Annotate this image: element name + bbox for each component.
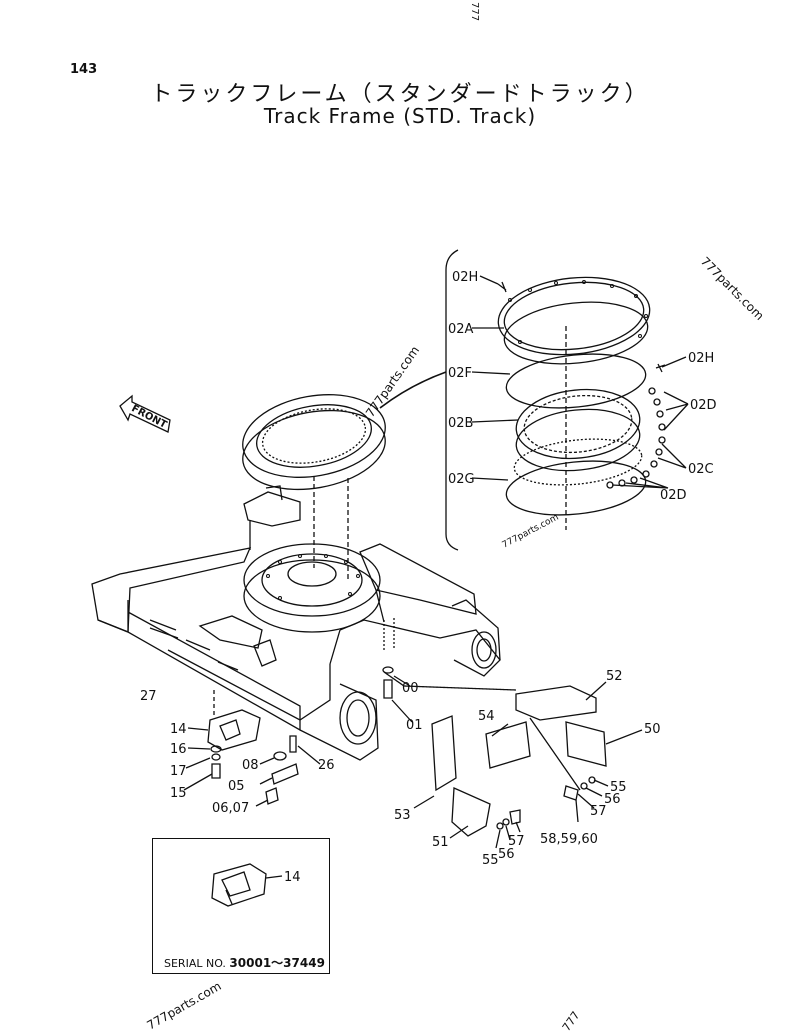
callout-56-b: 56 [498, 847, 515, 862]
callout-56-a: 56 [604, 792, 621, 807]
callout-54: 54 [478, 709, 495, 724]
bolt-02H-b [655, 363, 666, 373]
bolt-57-b [509, 809, 521, 825]
callout-02H-a: 02H [452, 270, 478, 285]
bolt-15 [211, 763, 221, 779]
callout-02D-b: 02D [660, 488, 687, 503]
bracket-51 [451, 787, 491, 837]
bolt-01 [383, 679, 393, 699]
callout-14: 14 [170, 722, 187, 737]
callout-50: 50 [644, 722, 661, 737]
watermark: 777parts.com [363, 344, 422, 420]
callout-27: 27 [140, 689, 157, 704]
bracket-50 [565, 721, 607, 767]
callout-55-a: 55 [610, 780, 627, 795]
bracket-52 [515, 685, 597, 721]
seal-ring-02G [505, 460, 647, 516]
plate-53 [431, 715, 457, 792]
washer-55-b [496, 822, 504, 830]
callout-57-a: 57 [590, 804, 607, 819]
callout-58-59-60: 58,59,60 [540, 832, 598, 847]
washer-56-a [580, 782, 588, 790]
washer-08 [273, 751, 287, 761]
washer-00 [382, 666, 394, 674]
callout-53: 53 [394, 808, 411, 823]
serial-inset-box [152, 838, 330, 974]
washer-16 [210, 745, 222, 753]
outer-race-ring-02A [497, 276, 651, 365]
serial-range: 30001～37449 [229, 956, 325, 970]
callout-14-inset: 14 [284, 870, 301, 885]
callout-02C: 02C [688, 462, 714, 477]
inset-guard-block-14 [211, 863, 283, 907]
slewing-bearing [242, 394, 386, 491]
group-bracket [445, 249, 459, 551]
watermark: 777parts.com [501, 513, 561, 551]
callout-02B: 02B [448, 416, 473, 431]
washer-17 [211, 753, 221, 761]
callout-57-b: 57 [508, 834, 525, 849]
title-japanese: トラックフレーム（スタンダードトラック） [150, 82, 650, 107]
washer-56-b [502, 818, 510, 826]
callout-02F: 02F [448, 366, 472, 381]
serial-number: SERIAL NO. 30001～37449 [164, 954, 325, 971]
callout-06-07: 06,07 [212, 801, 249, 816]
front-arrow [119, 394, 171, 433]
callout-02G: 02G [448, 472, 475, 487]
gear-ring-02B [515, 388, 641, 472]
watermark: 777 [469, 2, 480, 21]
page-number: 143 [70, 62, 98, 77]
callout-26: 26 [318, 758, 335, 773]
track-frame-27 [91, 485, 501, 761]
callout-02H-b: 02H [688, 351, 714, 366]
callout-08: 08 [242, 758, 259, 773]
watermark: 777parts.com [698, 254, 767, 323]
callout-51: 51 [432, 835, 449, 850]
callout-17: 17 [170, 764, 187, 779]
bearing-balls-02C [606, 387, 666, 489]
callout-01: 01 [406, 718, 423, 733]
callout-00: 00 [402, 681, 419, 696]
plate-54 [485, 721, 531, 769]
watermark: 777 [560, 1009, 583, 1034]
assembly-arrow [379, 371, 447, 409]
bolt-57-a [563, 785, 579, 801]
callout-02D-a: 02D [690, 398, 717, 413]
serial-prefix: SERIAL NO. [164, 957, 226, 970]
watermark: 777parts.com [145, 979, 224, 1033]
callout-55-b: 55 [482, 853, 499, 868]
callout-02A: 02A [448, 322, 474, 337]
bolt-02H-a [497, 281, 507, 293]
bolt-26 [289, 735, 297, 753]
seal-ring-02F [505, 353, 647, 409]
bolt-06-07 [265, 787, 279, 805]
callout-16: 16 [170, 742, 187, 757]
callout-05: 05 [228, 779, 245, 794]
callout-15: 15 [170, 786, 187, 801]
callout-52: 52 [606, 669, 623, 684]
plate-05 [271, 763, 299, 785]
guard-block-14 [207, 709, 261, 751]
title-english: Track Frame (STD. Track) [263, 104, 537, 128]
